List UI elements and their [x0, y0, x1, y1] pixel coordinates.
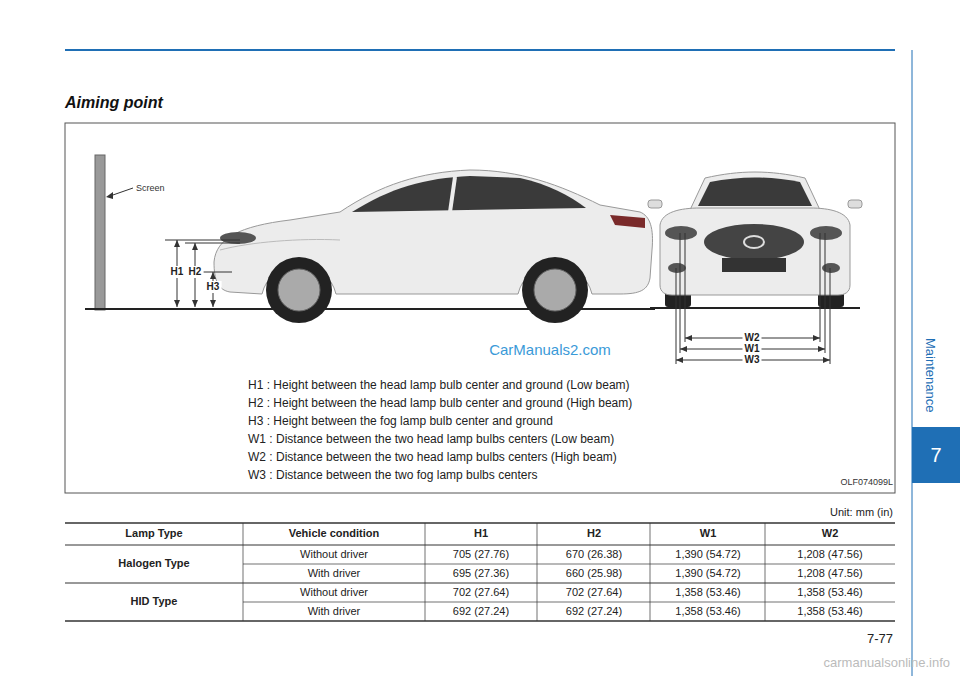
chapter-number: 7: [930, 443, 941, 467]
table-cell: 1,208 (47.56): [797, 548, 862, 561]
table-cell: 1,390 (54.72): [675, 567, 740, 580]
definition-note: W2 : Distance between the two head lamp …: [248, 451, 617, 465]
page-number: 7-77: [867, 632, 893, 647]
table-cell: 695 (27.36): [453, 567, 509, 580]
table-cell: 702 (27.64): [453, 586, 509, 599]
table-cell: With driver: [308, 567, 361, 580]
table-header: HID Type: [131, 595, 178, 608]
table-cell: 660 (25.98): [566, 567, 622, 580]
table-cell: Without driver: [300, 586, 368, 599]
table-cell: 1,358 (53.46): [797, 586, 862, 599]
table-cell: 1,358 (53.46): [675, 605, 740, 618]
table-cell: 702 (27.64): [566, 586, 622, 599]
watermark: CarManuals2.com: [489, 341, 611, 358]
dimension-label: H2: [187, 266, 204, 278]
dimension-label: H1: [169, 266, 186, 278]
table-cell: 1,358 (53.46): [675, 586, 740, 599]
chapter-tab: 7: [912, 427, 960, 483]
table-cell: 705 (27.76): [453, 548, 509, 561]
figure-code: OLF074099L: [840, 477, 893, 487]
dimension-label: W1: [743, 343, 762, 355]
dimension-label: W2: [743, 332, 762, 344]
unit-note: Unit: mm (in): [830, 506, 893, 519]
table-header: Vehicle condition: [289, 527, 379, 540]
chapter-name: Maintenance: [923, 338, 938, 412]
table-cell: With driver: [308, 605, 361, 618]
table-cell: 692 (27.24): [453, 605, 509, 618]
definition-note: H1 : Height between the head lamp bulb c…: [248, 379, 630, 393]
table-header: H2: [587, 527, 601, 540]
table-header: Lamp Type: [125, 527, 182, 540]
table-cell: 670 (26.38): [566, 548, 622, 561]
definition-note: W1 : Distance between the two head lamp …: [248, 433, 614, 447]
dimension-label: H3: [205, 281, 222, 293]
part-label: Screen: [136, 183, 165, 193]
dimension-label: W3: [743, 354, 762, 366]
definition-note: W3 : Distance between the two fog lamp b…: [248, 469, 537, 483]
table-cell: 692 (27.24): [566, 605, 622, 618]
table-header: W2: [822, 527, 839, 540]
table-header: Halogen Type: [118, 557, 189, 570]
watermark: carmanualsonline.info: [824, 656, 950, 671]
table-cell: 1,390 (54.72): [675, 548, 740, 561]
table-header: H1: [474, 527, 488, 540]
definition-note: H3 : Height between the fog lamp bulb ce…: [248, 415, 553, 429]
section-title: Aiming point: [65, 94, 163, 112]
definition-note: H2 : Height between the head lamp bulb c…: [248, 397, 632, 411]
table-cell: 1,208 (47.56): [797, 567, 862, 580]
table-cell: Without driver: [300, 548, 368, 561]
table-cell: 1,358 (53.46): [797, 605, 862, 618]
table-header: W1: [700, 527, 717, 540]
